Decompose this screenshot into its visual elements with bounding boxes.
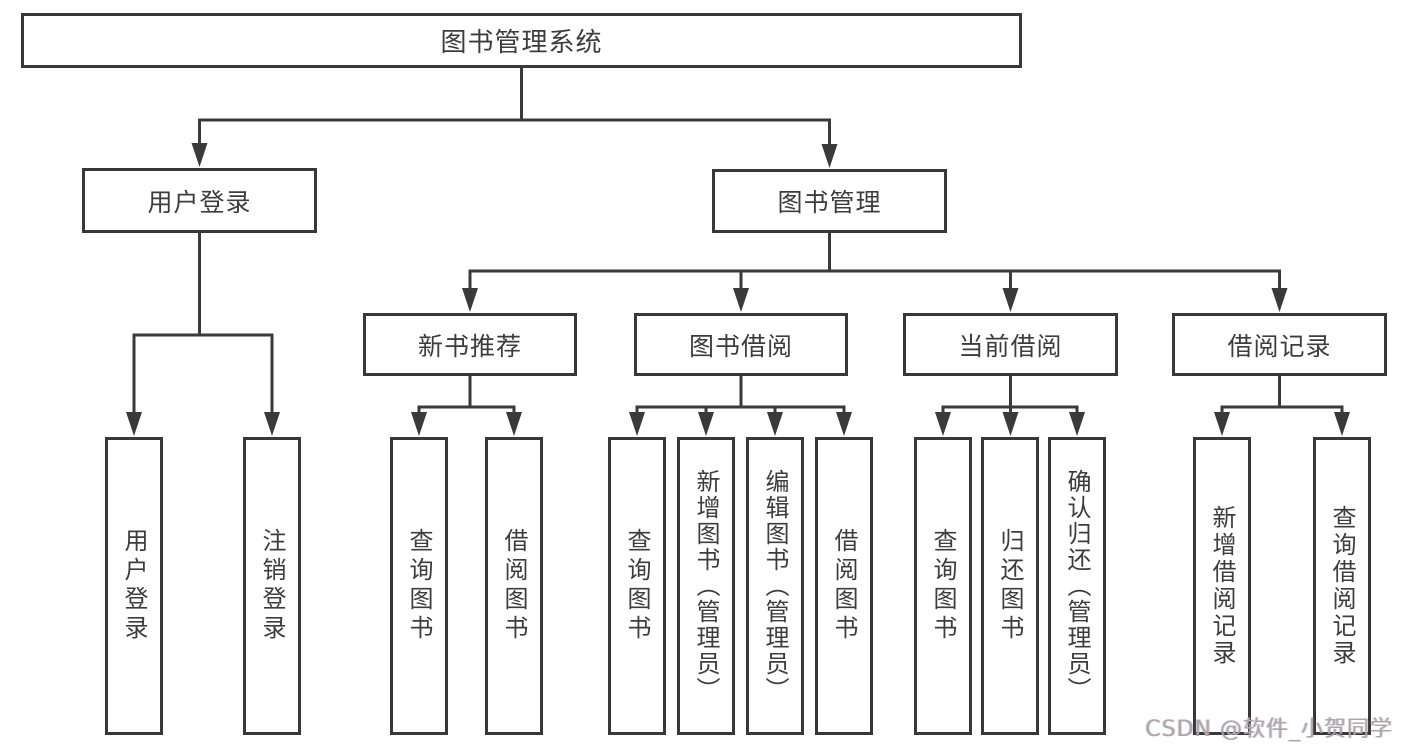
leaf-query-book-under-recommend-label: 查询图书	[405, 528, 433, 644]
leaf-return-book: 归还图书	[981, 437, 1039, 735]
node-library-management-system-label: 图书管理系统	[440, 28, 603, 58]
leaf-user-login-label: 用户登录	[120, 528, 148, 644]
node-book-borrowing: 图书借阅	[634, 313, 848, 376]
node-user-login-label: 用户登录	[147, 187, 252, 217]
node-user-login: 用户登录	[82, 168, 317, 233]
leaf-borrow-book-under-borrowing: 借阅图书	[815, 437, 873, 735]
leaf-edit-book-admin-label: 编辑图书（管理员）	[761, 469, 789, 703]
node-book-management-label: 图书管理	[777, 188, 882, 217]
node-library-management-system: 图书管理系统	[21, 13, 1022, 68]
leaf-confirm-return-admin: 确认归还（管理员）	[1048, 437, 1106, 735]
leaf-borrow-book-under-borrowing-label: 借阅图书	[830, 528, 858, 644]
leaf-borrow-book-under-recommend-label: 借阅图书	[500, 528, 528, 644]
node-current-borrowing: 当前借阅	[903, 313, 1118, 376]
node-new-book-recommend: 新书推荐	[363, 313, 577, 376]
node-new-book-recommend-label: 新书推荐	[417, 331, 522, 361]
csdn-watermark: CSDN @软件_小贺同学	[1145, 717, 1393, 742]
leaf-logout-label: 注销登录	[258, 528, 286, 644]
node-current-borrowing-label: 当前借阅	[958, 331, 1063, 361]
node-book-borrowing-label: 图书借阅	[688, 331, 793, 361]
leaf-confirm-return-admin-label: 确认归还（管理员）	[1063, 469, 1091, 703]
leaf-query-book-under-borrowing-label: 查询图书	[623, 528, 651, 644]
leaf-add-book-admin: 新增图书（管理员）	[677, 437, 735, 735]
leaf-add-borrow-record-label: 新增借阅记录	[1208, 505, 1236, 667]
leaf-query-book-under-current: 查询图书	[914, 437, 972, 735]
leaf-add-borrow-record: 新增借阅记录	[1193, 437, 1251, 735]
node-borrowing-records: 借阅记录	[1172, 313, 1387, 376]
leaf-edit-book-admin: 编辑图书（管理员）	[746, 437, 804, 735]
leaf-query-borrow-record: 查询借阅记录	[1313, 437, 1371, 735]
node-borrowing-records-label: 借阅记录	[1227, 331, 1332, 361]
leaf-query-book-under-borrowing: 查询图书	[608, 437, 666, 735]
leaf-query-borrow-record-label: 查询借阅记录	[1328, 505, 1356, 667]
leaf-borrow-book-under-recommend: 借阅图书	[485, 437, 543, 735]
node-book-management: 图书管理	[712, 169, 947, 233]
leaf-query-book-under-current-label: 查询图书	[929, 528, 957, 644]
leaf-return-book-label: 归还图书	[996, 528, 1024, 644]
leaf-logout: 注销登录	[243, 437, 301, 735]
leaf-user-login: 用户登录	[105, 437, 163, 735]
leaf-query-book-under-recommend: 查询图书	[390, 437, 448, 735]
leaf-add-book-admin-label: 新增图书（管理员）	[692, 469, 720, 703]
